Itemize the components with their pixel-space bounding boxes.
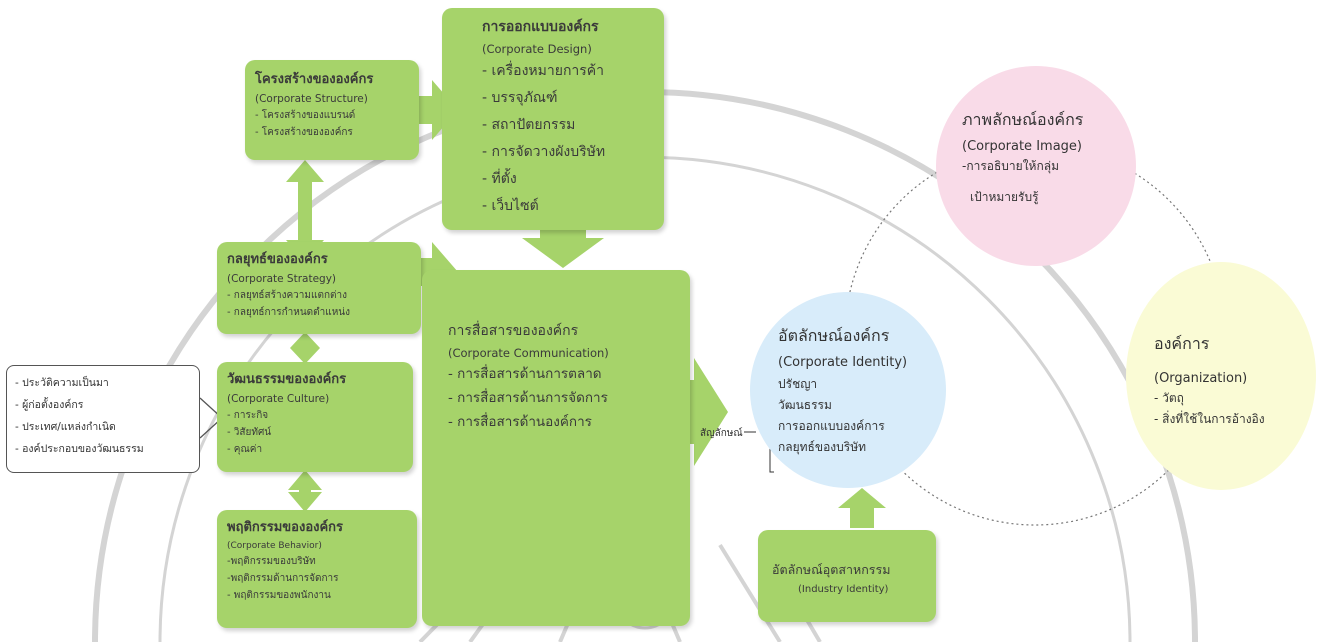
industry-identity-title: อัตลักษณ์อุตสาหกรรม [772,562,891,577]
corporate-image-title: ภาพลักษณ์องค์กร [962,110,1084,129]
list-item: - วัตถุ [1154,391,1184,405]
corporate-image-circle: ภาพลักษณ์องค์กร (Corporate Image) -การอธ… [936,66,1136,266]
list-item: - โครงสร้างขององค์กร [255,127,353,138]
list-item: - โครงสร้างของแบรนด์ [255,110,356,121]
list-item: -การอธิบายให้กลุ่ม [962,159,1059,173]
corporate-structure-subtitle: (Corporate Structure) [255,93,368,105]
list-item: วัฒนธรรม [778,398,832,412]
list-item: - บรรจุภัณฑ์ [482,90,558,106]
list-item: การออกแบบองค์การ [778,419,885,433]
corporate-identity-subtitle: (Corporate Identity) [778,355,908,370]
arrow-strategy-culture [290,332,320,364]
corporate-communication-box: การสื่อสารขององค์กร (Corporate Communica… [422,270,690,626]
arrow-design-to-communication [522,222,604,268]
arrow-culture-behavior [288,470,322,512]
symbol-label: สัญลักษณ์ [700,428,743,439]
list-item: - เว็บไซต์ [482,198,539,214]
list-item: - คุณค่า [227,444,263,455]
industry-identity-box: อัตลักษณ์อุตสาหกรรม (Industry Identity) [758,530,936,622]
list-item: - พฤติกรรมของพนักงาน [227,590,331,601]
list-item: - การจัดวางผังบริษัท [482,144,606,160]
corporate-strategy-title: กลยุทธ์ขององค์กร [227,252,328,267]
corporate-identity-title: อัตลักษณ์องค์กร [778,326,890,345]
list-item: กลยุทธ์ของบริษัท [778,440,867,454]
corporate-identity-circle: อัตลักษณ์องค์กร (Corporate Identity) ปรั… [750,292,946,488]
list-item: - กลยุทธ์สร้างความแตกต่าง [227,290,347,301]
corporate-culture-box: วัฒนธรรมขององค์กร (Corporate Culture) - … [217,362,413,472]
organization-title: องค์การ [1154,334,1210,353]
list-item: เป้าหมายรับรู้ [970,190,1039,204]
corporate-communication-subtitle: (Corporate Communication) [448,346,609,360]
list-item: - การสื่อสารด้านองค์การ [448,414,592,430]
corporate-behavior-title: พฤติกรรมขององค์กร [227,520,344,535]
corporate-culture-subtitle: (Corporate Culture) [227,393,330,405]
corporate-image-subtitle: (Corporate Image) [962,139,1082,154]
corporate-design-subtitle: (Corporate Design) [482,42,592,56]
list-item: - องค์ประกอบของวัฒนธรรม [15,443,144,455]
list-item: - สิ่งที่ใช้ในการอ้างอิง [1154,412,1265,426]
corporate-strategy-subtitle: (Corporate Strategy) [227,273,337,285]
arrow-structure-to-design [418,80,458,140]
corporate-structure-title: โครงสร้างขององค์กร [255,72,374,87]
corporate-behavior-box: พฤติกรรมขององค์กร (Corporate Behavior) -… [217,510,417,628]
corporate-behavior-subtitle: (Corporate Behavior) [227,541,322,551]
list-item: - เครื่องหมายการค้า [482,63,605,79]
arrow-industry-to-identity [838,488,886,528]
list-item: - กลยุทธ์การกำหนดตำแหน่ง [227,307,351,318]
list-item: - การสื่อสารด้านการจัดการ [448,390,608,406]
history-note-box: - ประวัติความเป็นมา - ผู้ก่อตั้งองค์กร -… [6,365,200,473]
list-item: - ประวัติความเป็นมา [15,377,109,389]
list-item: - การสื่อสารด้านการตลาด [448,366,602,382]
flow-arrows [286,80,886,528]
list-item: -พฤติกรรมด้านการจัดการ [227,573,339,584]
organization-subtitle: (Organization) [1154,371,1248,386]
list-item: - การะกิจ [227,410,269,421]
corporate-design-title: การออกแบบองค์กร [482,19,599,35]
list-item: - ที่ตั้ง [482,171,517,187]
corporate-strategy-box: กลยุทธ์ขององค์กร (Corporate Strategy) - … [217,242,421,334]
list-item: ปรัชญา [778,377,818,391]
organization-circle: องค์การ (Organization) - วัตถุ - สิ่งที่… [1126,262,1316,490]
arrow-strategy-structure [286,160,324,262]
corporate-communication-title: การสื่อสารขององค์กร [448,323,579,339]
corporate-structure-box: โครงสร้างขององค์กร (Corporate Structure)… [245,60,419,160]
list-item: -พฤติกรรมของบริษัท [227,556,316,567]
list-item: - วิสัยทัศน์ [227,427,272,438]
arrow-communication-to-identity [684,358,728,466]
industry-identity-subtitle: (Industry Identity) [798,584,889,595]
list-item: - ประเทศ/แหล่งกำเนิด [15,421,116,433]
list-item: - ผู้ก่อตั้งองค์กร [15,399,84,411]
list-item: - สถาปัตยกรรม [482,117,576,133]
corporate-design-box: การออกแบบองค์กร (Corporate Design) - เคร… [442,8,664,230]
corporate-culture-title: วัฒนธรรมขององค์กร [227,372,347,387]
